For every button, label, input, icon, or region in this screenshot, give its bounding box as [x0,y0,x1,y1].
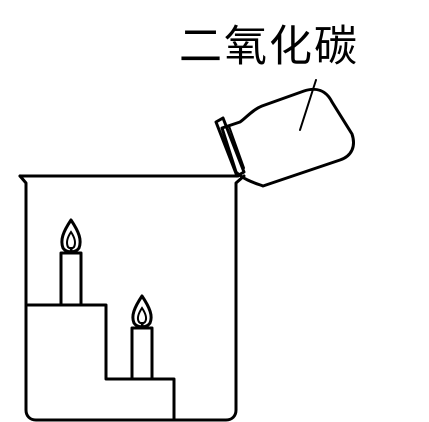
candle-lower-body [130,326,154,381]
gas-label: 二氧化碳 [179,22,359,72]
candle-lower [130,294,154,381]
beaker-outline [18,174,246,422]
candle-lower-flame-inner [137,306,147,325]
label-leader-line [299,79,317,131]
candle-lower-wick [141,322,144,329]
beaker [18,174,246,422]
bottle-mouth-rim [228,125,245,169]
candle-upper-body [59,251,83,307]
candle-upper [59,218,83,307]
gas-bottle [214,87,355,188]
candle-upper-wick [70,247,73,254]
bottle-body [220,87,355,188]
candle-upper-flame-inner [66,230,76,250]
candle-upper-flame-outer [60,218,82,254]
